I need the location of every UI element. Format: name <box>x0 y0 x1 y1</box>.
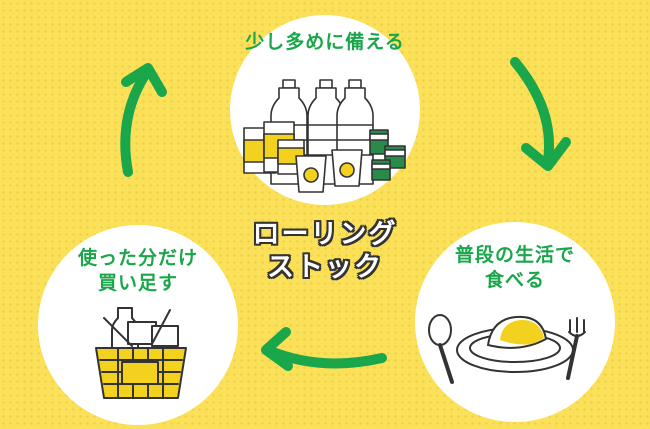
title-line-1: ローリング <box>252 219 398 250</box>
arrow-right-to-left-icon <box>261 327 387 371</box>
step-left-line1: 使った分だけ <box>77 247 198 269</box>
step-left-line2: 買い足す <box>97 272 178 294</box>
diagram-title: ローリング ストック <box>225 218 425 284</box>
step-right-line1: 普段の生活で <box>454 244 575 266</box>
step-right-line2: 食べる <box>484 269 545 291</box>
step-top-label: 少し多めに備える <box>230 30 420 55</box>
step-top-text: 少し多めに備える <box>245 31 405 53</box>
step-right-label: 普段の生活で 食べる <box>415 243 615 293</box>
arrow-left-to-top-icon <box>120 63 167 177</box>
title-line-2: ストック <box>267 252 383 283</box>
step-left-label: 使った分だけ 買い足す <box>38 246 238 296</box>
arrow-top-to-right-icon <box>510 57 571 171</box>
